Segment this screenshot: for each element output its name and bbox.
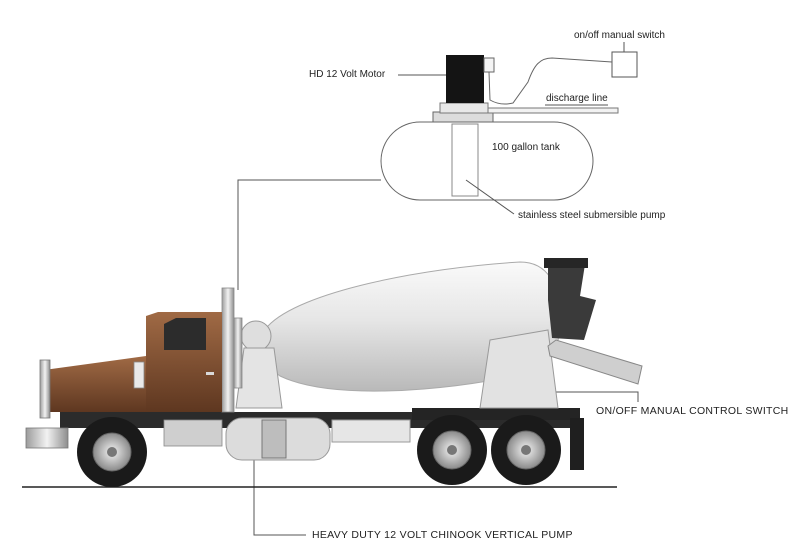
label-vertical-pump: HEAVY DUTY 12 VOLT CHINOOK VERTICAL PUMP xyxy=(312,529,573,541)
hopper xyxy=(548,258,596,340)
rear-pedestal xyxy=(479,329,559,409)
drum-front-bearing xyxy=(240,320,272,352)
discharge-line-pipe xyxy=(487,107,619,114)
switch-wire xyxy=(488,57,613,105)
manual-switch-box xyxy=(611,51,638,78)
leader-pump xyxy=(465,179,515,215)
air-cleaner xyxy=(233,317,243,389)
chinook-vertical-pump xyxy=(261,419,287,459)
submersible-pump xyxy=(451,123,479,197)
label-submersible-pump: stainless steel submersible pump xyxy=(518,210,666,221)
label-control-switch: ON/OFF MANUAL CONTROL SWITCH xyxy=(596,405,789,417)
truck-grille xyxy=(39,359,51,419)
cab-door-handle xyxy=(206,372,214,375)
toolbox xyxy=(331,419,411,443)
leader-tank-to-truck xyxy=(237,179,381,290)
cab-window xyxy=(164,318,206,350)
mudflap xyxy=(570,418,584,470)
cab-step xyxy=(163,419,223,447)
front-wheel xyxy=(77,417,147,487)
motor-base xyxy=(439,102,489,114)
leader-vertical-pump xyxy=(253,455,306,536)
headlight xyxy=(133,361,145,389)
label-motor: HD 12 Volt Motor xyxy=(309,69,386,80)
front-pedestal xyxy=(235,347,283,409)
mixer-truck xyxy=(22,258,643,488)
exhaust-stack xyxy=(221,287,235,413)
rear-wheel-back xyxy=(491,415,561,485)
tank-schematic xyxy=(380,51,638,201)
label-tank: 100 gallon tank xyxy=(492,142,560,153)
label-discharge-line: discharge line xyxy=(546,93,608,104)
discharge-chute xyxy=(547,339,643,385)
front-bumper xyxy=(25,427,69,449)
rear-fender xyxy=(412,408,580,420)
rear-wheel-front xyxy=(417,415,487,485)
label-manual-switch: on/off manual switch xyxy=(574,30,665,41)
tank xyxy=(380,121,594,201)
leader-control-switch xyxy=(552,391,639,402)
motor xyxy=(446,55,484,103)
hopper-top xyxy=(544,258,588,268)
motor-junction-box xyxy=(483,57,495,73)
leader-lines xyxy=(237,42,639,536)
